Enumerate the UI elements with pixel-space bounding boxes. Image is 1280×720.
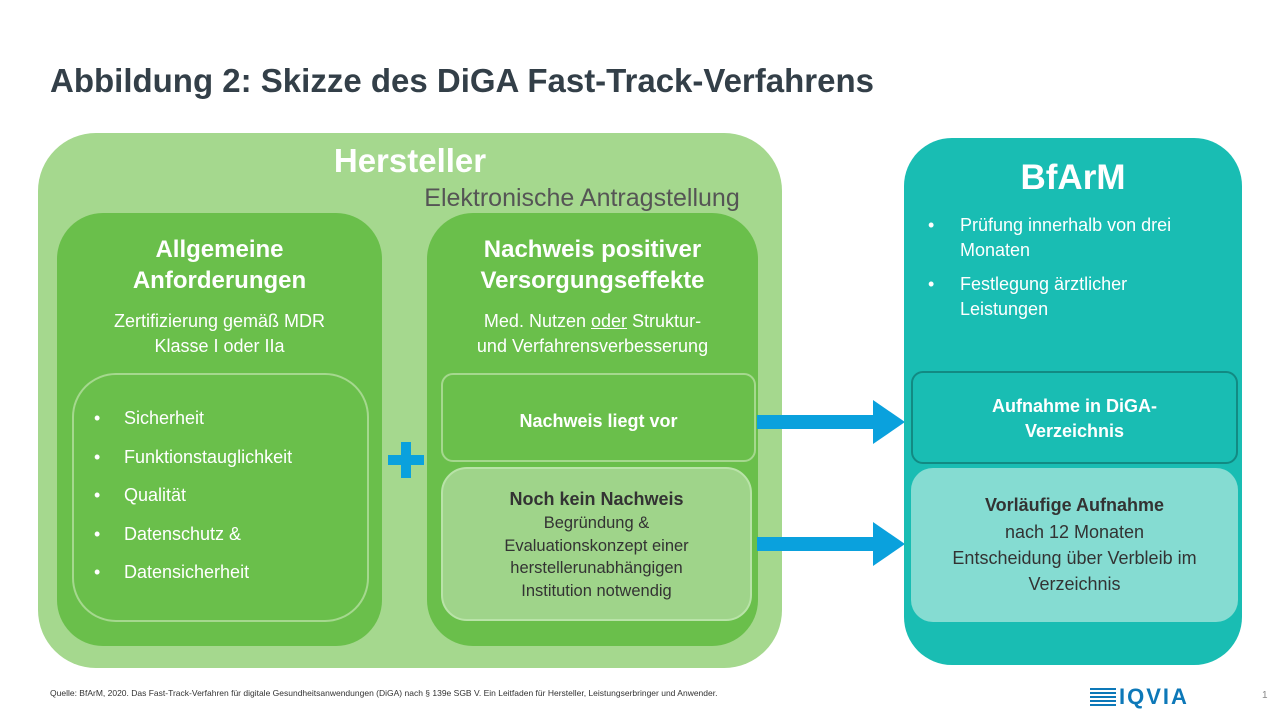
source-note: Quelle: BfArM, 2020. Das Fast-Track-Verf… xyxy=(50,688,718,698)
requirements-box xyxy=(72,373,369,622)
bullet-icon: • xyxy=(928,274,935,294)
bullet-icon: • xyxy=(94,523,101,544)
note-line: und Verfahrensverbesserung xyxy=(476,336,709,356)
list-item: • Prüfung innerhalb von drei Monaten xyxy=(928,213,1218,263)
description-line: nach 12 Monaten xyxy=(1004,522,1145,542)
note-part: Struktur- xyxy=(632,311,702,331)
preliminary-listing-description: nach 12 Monaten Entscheidung über Verble… xyxy=(911,519,1238,597)
arrow-to-preliminary-shaft xyxy=(757,537,875,551)
list-item: • Festlegung ärztlicher Leistungen xyxy=(928,272,1218,322)
bfarm-tasks-list: • Prüfung innerhalb von drei Monaten • F… xyxy=(928,213,1218,331)
no-proof-title: Noch kein Nachweis xyxy=(509,489,684,509)
care-effects-heading: Nachweis positiver Versorgungseffekte xyxy=(427,234,758,296)
hersteller-title: Hersteller xyxy=(333,142,487,179)
note-part: Med. Nutzen xyxy=(483,311,586,331)
iqvia-logo: IQVIA xyxy=(1090,686,1189,708)
description-line: Evaluationskonzept einer xyxy=(504,536,689,555)
logo-lines-icon xyxy=(1090,688,1116,706)
listing-label: Aufnahme in DiGA- Verzeichnis xyxy=(911,394,1238,444)
note-line: Klasse I oder IIa xyxy=(154,336,285,356)
heading-line: Versorgungseffekte xyxy=(480,267,705,294)
general-requirements-heading: Allgemeine Anforderungen xyxy=(57,234,382,296)
bfarm-title: BfArM xyxy=(1020,158,1126,197)
list-item-label: Sicherheit xyxy=(124,408,205,428)
proof-available-label: Nachweis liegt vor xyxy=(519,411,678,431)
list-item-line: Prüfung innerhalb von drei xyxy=(960,215,1172,235)
note-line: Zertifizierung gemäß MDR xyxy=(113,311,326,331)
heading-line: Nachweis positiver xyxy=(483,236,702,263)
bullet-icon: • xyxy=(94,485,101,505)
description-line: Institution notwendig xyxy=(521,581,672,600)
bullet-icon: • xyxy=(94,408,101,428)
list-item-label: Qualität xyxy=(124,485,187,505)
description-line: herstellerunabhängigen xyxy=(510,559,683,577)
no-proof-description: Begründung & Evaluationskonzept einer he… xyxy=(441,512,752,602)
preliminary-listing-title: Vorläufige Aufnahme xyxy=(984,495,1164,515)
list-item: • Funktionstauglichkeit xyxy=(94,447,292,486)
note-underlined: oder xyxy=(591,311,628,331)
list-item: • Sicherheit xyxy=(94,408,292,447)
benefit-note: Med. Nutzen oder Struktur- und Verfahren… xyxy=(427,309,758,359)
certification-note: Zertifizierung gemäß MDR Klasse I oder I… xyxy=(57,309,382,359)
note-line: Med. Nutzen oder Struktur- xyxy=(427,309,758,334)
list-item: • Datensicherheit xyxy=(94,562,292,601)
page-number: 1 xyxy=(1262,690,1268,701)
heading-line: Anforderungen xyxy=(132,267,307,294)
list-item-label: Datenschutz & xyxy=(124,523,242,544)
bullet-icon: • xyxy=(928,215,935,235)
arrow-right-icon xyxy=(873,400,905,444)
description-line: Verzeichnis xyxy=(1028,574,1121,594)
bullet-icon: • xyxy=(94,446,101,467)
plus-icon xyxy=(388,455,424,465)
requirements-list: • Sicherheit • Funktionstauglichkeit • Qual… xyxy=(94,408,292,601)
logo-text: IQVIA xyxy=(1119,684,1189,709)
description-line: Entscheidung über Verbleib im xyxy=(952,548,1197,568)
list-item-label: Datensicherheit xyxy=(124,562,250,582)
arrow-to-listing-shaft xyxy=(757,415,875,429)
page-title: Abbildung 2: Skizze des DiGA Fast-Track-… xyxy=(50,62,874,99)
proof-available-box xyxy=(441,373,756,462)
bullet-icon: • xyxy=(94,562,101,582)
list-item-line: Festlegung ärztlicher xyxy=(960,274,1128,294)
label-line: Verzeichnis xyxy=(1024,421,1125,441)
hersteller-subtitle: Elektronische Antragstellung xyxy=(424,184,740,212)
list-item: • Datenschutz & xyxy=(94,524,292,563)
preliminary-listing-box xyxy=(911,468,1238,622)
list-item-line: Monaten xyxy=(960,240,1031,260)
list-item-line: Leistungen xyxy=(960,299,1049,319)
heading-line: Allgemeine xyxy=(155,236,284,263)
no-proof-box xyxy=(441,467,752,621)
label-line: Aufnahme in DiGA- xyxy=(992,396,1157,416)
listing-box xyxy=(911,371,1238,464)
list-item-label: Funktionstauglichkeit xyxy=(124,446,293,467)
list-item: • Qualität xyxy=(94,485,292,524)
description-line: Begründung & xyxy=(543,514,650,532)
arrow-right-icon xyxy=(873,522,905,566)
